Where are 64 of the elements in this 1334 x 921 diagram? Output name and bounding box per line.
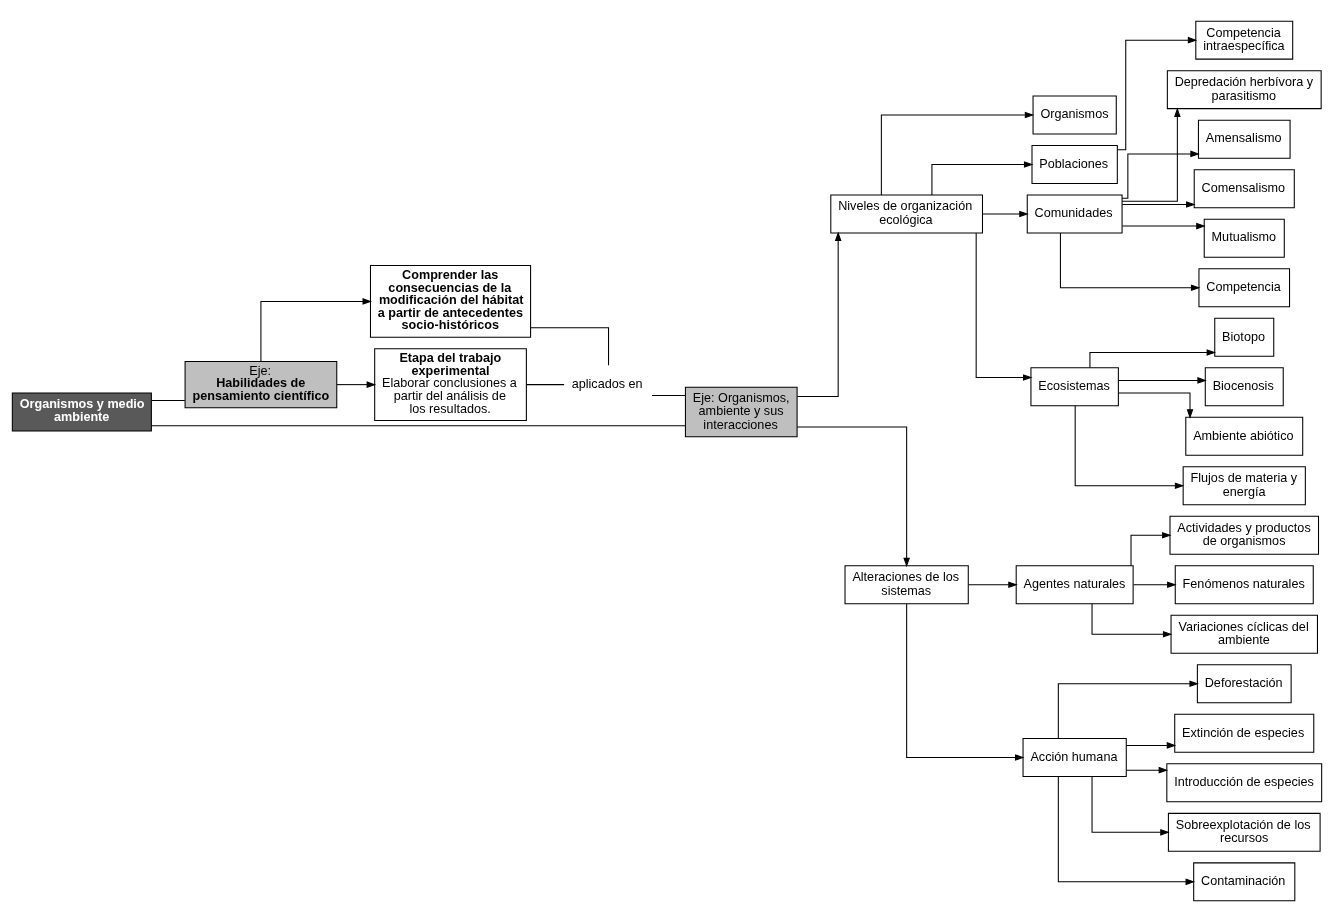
node-box: Alteraciones de los sistemas	[844, 564, 969, 604]
node-box: Eje: Habilidades de pensamiento científico	[184, 360, 338, 408]
node-box: Poblaciones	[1031, 144, 1118, 184]
arrow	[968, 580, 1018, 588]
arrow	[1121, 150, 1200, 199]
node-box: Agentes naturales	[1015, 564, 1134, 604]
node-box: Comunidades	[1026, 194, 1123, 233]
node-box: Actividades y productos de organismos	[1169, 515, 1320, 555]
node-box: Mutualismo	[1203, 218, 1285, 258]
arrow	[336, 380, 377, 388]
connector	[150, 424, 686, 426]
node-box: Competencia	[1198, 267, 1291, 307]
node-box: Sobreexplotación de los recursos	[1167, 812, 1321, 852]
arrow	[1091, 602, 1173, 638]
connector	[530, 326, 610, 366]
arrow	[982, 210, 1029, 217]
node-box: Niveles de organización ecológica	[830, 194, 983, 233]
arrow	[1125, 766, 1169, 773]
arrow	[796, 426, 910, 567]
connector	[525, 383, 565, 385]
arrow	[1121, 107, 1181, 202]
arrow	[1118, 376, 1207, 384]
arrow	[880, 111, 1035, 195]
node-box: Comprender las consecuencias de la modificación del hábitat a partir de antecedentes socio-históricos	[369, 264, 532, 338]
node-box: Contaminación	[1193, 861, 1296, 901]
node-box: Extinción de especies	[1174, 713, 1315, 753]
node-box: Ecosistemas	[1030, 366, 1119, 406]
arrow	[1074, 404, 1185, 489]
node-box: Introducción de especies	[1166, 762, 1323, 802]
node-box: Ambiente abiótico	[1185, 416, 1304, 456]
arrow	[1059, 231, 1201, 291]
arrow	[1057, 775, 1196, 885]
arrow	[975, 232, 1033, 381]
arrow	[1132, 580, 1177, 588]
node-text: aplicados en	[571, 376, 643, 391]
node-box: Deforestación	[1196, 663, 1292, 703]
node-box: Etapa del trabajo experimental Elaborar conclusiones a partir del análisis de los resultados.	[374, 347, 527, 421]
arrow	[260, 297, 372, 362]
arrow	[1118, 392, 1194, 419]
node-box: Amensalismo	[1197, 119, 1291, 159]
connector	[151, 399, 186, 401]
node-box: Biotopo	[1214, 317, 1275, 357]
arrow	[906, 602, 1025, 761]
connector	[651, 394, 686, 396]
node-box: Acción humana	[1022, 737, 1127, 777]
arrow	[1057, 679, 1199, 739]
node-box: Comensalismo	[1193, 168, 1295, 208]
node-box: Variaciones cíclicas del ambiente	[1170, 614, 1318, 654]
arrow	[1125, 741, 1177, 749]
node-box: Depredación herbívora y parasitismo	[1166, 69, 1322, 109]
arrow	[1091, 775, 1170, 836]
arrow	[931, 160, 1034, 195]
node-box: Eje: Organismos, ambiente y sus interacciones	[684, 386, 798, 437]
arrow	[1117, 36, 1198, 150]
arrow	[1130, 531, 1172, 566]
node-box: Competencia intraespecífica	[1195, 20, 1294, 60]
arrow	[1121, 200, 1196, 208]
node-box: Fenómenos naturales	[1174, 564, 1314, 604]
node-box: Flujos de materia y energía	[1182, 465, 1306, 505]
node-box: Organismos	[1032, 94, 1117, 134]
arrow	[1121, 222, 1206, 229]
arrow	[796, 231, 842, 397]
node-box: Organismos y medio ambiente	[11, 392, 152, 431]
node-box: Biocenosis	[1204, 366, 1284, 406]
